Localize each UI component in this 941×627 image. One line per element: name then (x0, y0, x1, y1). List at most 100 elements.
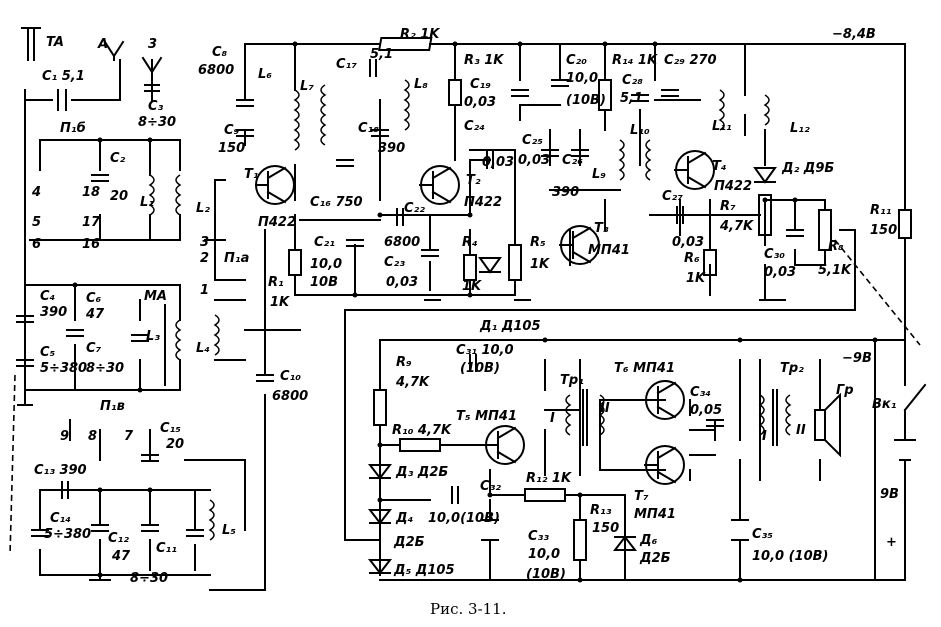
label-r8v: 5,1K (818, 263, 852, 278)
label-i1: I (550, 411, 555, 426)
label-c12: C₁₂ (108, 531, 129, 546)
label-9b: 9B (880, 487, 899, 502)
label-r11: R₁₁ (870, 203, 892, 218)
label-c10: C₁₀ (280, 369, 301, 384)
label-1: 1 (200, 283, 209, 298)
label-l2: L₂ (196, 201, 210, 216)
label-c12v: 47 (111, 549, 131, 564)
label-c28v: 5,1 (620, 91, 643, 106)
label-c29: C₂₉ 270 (664, 53, 717, 68)
label-c10v: 6800 (272, 389, 308, 404)
label-9: 9 (60, 429, 69, 444)
label-l8: L₈ (414, 77, 428, 92)
label-l5: L₅ (222, 523, 236, 538)
label-c9: C₉ (224, 123, 240, 138)
label-c16: C₁₆ 750 (310, 195, 363, 210)
label-r9: R₉ (396, 355, 412, 370)
label-c1: C₁ 5,1 (42, 69, 85, 84)
label-p1a: П₁а (224, 251, 249, 266)
label-c21: C₂₁ (314, 235, 335, 250)
label-r1: R₁ (268, 275, 284, 290)
label-t2: T₂ (466, 173, 481, 188)
label-c20: C₂₀ (566, 53, 587, 68)
label-c5: C₅ (40, 345, 56, 360)
label-c26v: 390 (552, 185, 579, 200)
label-i2: I (762, 429, 767, 444)
label-c35v: 10,0 (10B) (752, 549, 828, 564)
label-ii1: II (600, 401, 610, 416)
label-r6: R₆ (684, 251, 700, 266)
label-r5: R₅ (530, 235, 546, 250)
label-c20u: (10B) (566, 93, 606, 108)
label-c4v: 390 (40, 305, 67, 320)
label-t1: T₁ (244, 167, 259, 182)
label-c18v: 390 (378, 141, 405, 156)
label-d5: Д₅ Д105 (393, 563, 455, 578)
label-l12: L₁₂ (790, 121, 810, 136)
label-r7v: 4,7K (719, 219, 754, 234)
label-m9: −9B (842, 351, 872, 366)
label-l7: L₇ (300, 79, 314, 94)
label-c18: C₁₈ (358, 121, 379, 136)
label-r14: R₁₄ 1K (612, 53, 658, 68)
label-c14v: 5÷380 (44, 527, 91, 542)
junctions (72, 41, 878, 583)
label-c15v: 20 (166, 437, 184, 452)
label-c33v: 10,0 (528, 547, 560, 562)
label-8: 8 (88, 429, 97, 444)
label-t6: T₆ МП41 (614, 361, 675, 376)
label-l11: L₁₁ (712, 119, 732, 134)
label-a: A (97, 37, 108, 52)
label-c6v: 47 (85, 307, 105, 322)
label-18a: 18 (82, 185, 100, 200)
label-c23: C₂₃ (384, 255, 405, 270)
label-ma: MA (144, 289, 167, 304)
label-c11v: 8÷30 (130, 571, 168, 586)
label-c22v: 6800 (384, 235, 420, 250)
label-p1v: П₁в (100, 399, 125, 414)
label-r11v: 150 (870, 223, 897, 238)
label-16: 16 (82, 237, 100, 252)
label-c27v: 0,03 (672, 235, 704, 250)
label-ta: TA (46, 35, 64, 50)
label-p422a: П422 (258, 215, 296, 230)
label-7: 7 (124, 429, 134, 444)
label-c34v: 0,05 (690, 403, 722, 418)
label-c30: C₃₀ (764, 247, 785, 262)
label-p422b: П422 (464, 195, 502, 210)
label-t5: T₅ МП41 (456, 409, 517, 424)
label-tp1: Tp₁ (560, 373, 584, 388)
label-c25v: 0,03 (518, 153, 550, 168)
label-d6: Д₆ (639, 533, 658, 548)
label-2: 2 (200, 251, 209, 266)
label-mp41b: МП41 (634, 507, 676, 522)
label-r7: R₇ (720, 199, 736, 214)
label-c21v: 10,0 (310, 257, 342, 272)
label-c15: C₁₅ (160, 421, 181, 436)
label-tp2: Tp₂ (780, 361, 804, 376)
label-6: 6 (32, 237, 41, 252)
label-c8v: 6800 (198, 63, 234, 78)
label-r3: R₃ 1K (464, 53, 504, 68)
symbols (16, 27, 927, 581)
label-vk1: Вк₁ (872, 397, 897, 412)
label-r9v: 4,7K (395, 375, 430, 390)
label-r12: R₁₂ 1K (526, 471, 572, 486)
label-c28: C₂₈ (622, 73, 643, 88)
label-r1v: 1K (270, 295, 290, 310)
label-c5v: 5÷380 (40, 361, 87, 376)
label-l10: L₁₀ (630, 123, 650, 138)
label-c23v: 0,03 (386, 275, 418, 290)
label-c31: C₃₁ 10,0 (456, 343, 514, 358)
label-p422c: П422 (714, 179, 752, 194)
label-d4: Д₄ (395, 511, 414, 526)
label-d2: Д₂ Д9Б (781, 161, 834, 176)
label-gr: Гр (836, 383, 854, 398)
label-5: 5 (32, 215, 41, 230)
label-c26: C₂₆ (562, 153, 583, 168)
label-r13: R₁₃ (590, 503, 612, 518)
label-d3: Д₃ Д2Б (395, 465, 448, 480)
label-r5v: 1K (530, 257, 550, 272)
label-r2: R₂ 1K (400, 27, 440, 42)
